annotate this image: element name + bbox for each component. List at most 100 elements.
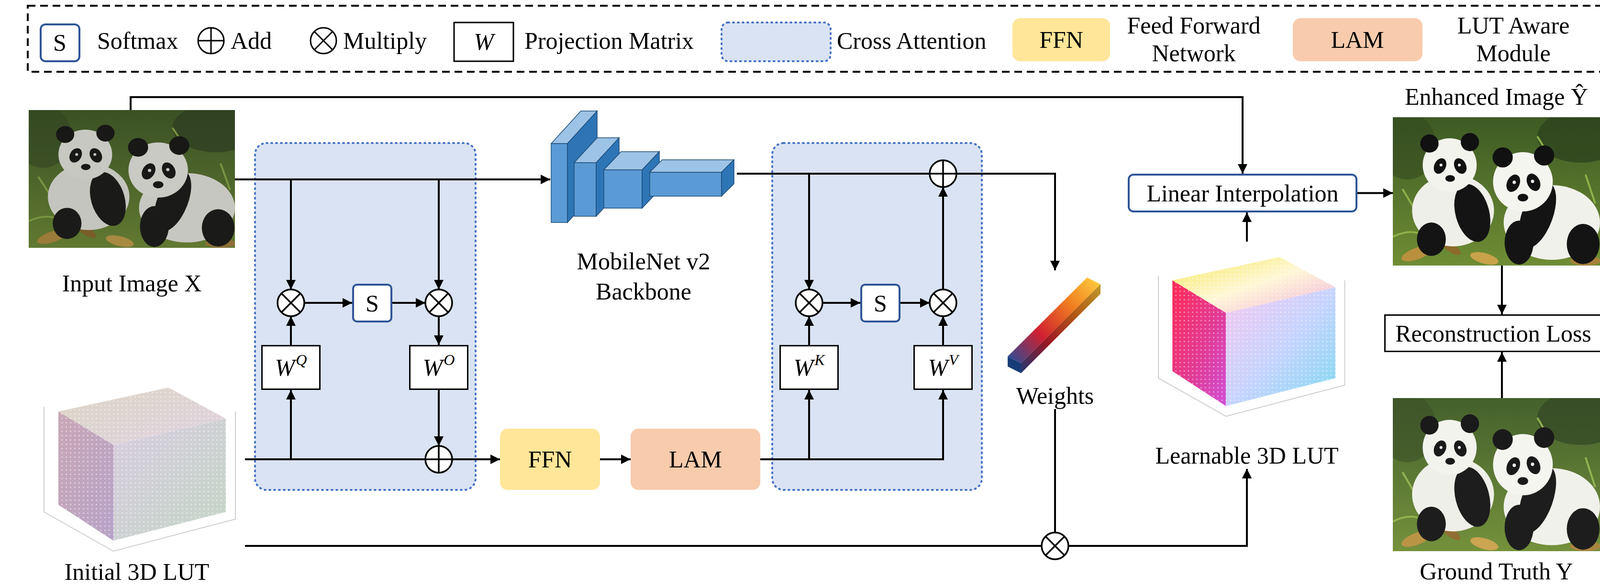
arrow-connector bbox=[1500, 352, 1503, 399]
sample-label-text: FFN bbox=[1039, 25, 1084, 54]
node-label: W bbox=[422, 353, 444, 382]
weights-bar bbox=[1021, 284, 1101, 374]
initial-lut: Initial 3D LUT bbox=[28, 372, 245, 586]
ground-truth-image: Ground Truth Y bbox=[1392, 398, 1600, 585]
backbone-blocks bbox=[574, 162, 597, 217]
enhanced-image: Enhanced Image Ŷ bbox=[1392, 83, 1600, 266]
legend-entry: Softmax bbox=[97, 26, 178, 56]
input-photo bbox=[28, 110, 235, 248]
multiply-symbol bbox=[1045, 536, 1065, 556]
node-label: S bbox=[873, 289, 888, 318]
softmax-box: S bbox=[860, 283, 901, 323]
softmax-box: S bbox=[352, 283, 393, 323]
legend-entry: Feed Forward Network bbox=[1117, 11, 1271, 67]
add-symbol bbox=[425, 445, 453, 473]
attention-wire bbox=[942, 187, 945, 290]
backbone-blocks bbox=[649, 172, 722, 197]
legend-text: Softmax bbox=[97, 26, 178, 56]
sample-label: LAM bbox=[1309, 25, 1406, 55]
add-symbol bbox=[198, 27, 224, 54]
add-symbol bbox=[198, 27, 224, 54]
legend-swatch bbox=[1012, 18, 1111, 62]
multiply-symbol bbox=[799, 293, 819, 313]
legend-swatch bbox=[721, 22, 831, 62]
input-photo bbox=[14, 103, 259, 250]
node-label: Input Image X bbox=[28, 270, 235, 297]
sample-label: S bbox=[11, 28, 108, 57]
legend-frame bbox=[27, 5, 1600, 72]
node-label: W bbox=[927, 353, 948, 382]
backbone-blocks bbox=[721, 159, 734, 197]
node-label: Initial 3D LUT bbox=[28, 558, 245, 586]
cross-attention-block bbox=[772, 143, 982, 490]
node-label: K bbox=[814, 351, 825, 369]
arrow-connector bbox=[1055, 409, 1247, 546]
arrow-connector bbox=[600, 458, 631, 461]
attention-wire bbox=[289, 179, 292, 290]
backbone-blocks bbox=[551, 143, 568, 223]
arrow-connector bbox=[760, 389, 810, 460]
multiply-symbol bbox=[1041, 532, 1069, 560]
projection-matrix-box: WQ bbox=[261, 344, 321, 390]
legend-text: Feed Forward Network bbox=[1117, 11, 1271, 67]
multiply-symbol bbox=[929, 289, 957, 317]
ground-truth-photo bbox=[1378, 390, 1600, 554]
backbone-blocks bbox=[649, 159, 734, 173]
arrow-connector bbox=[130, 97, 1243, 174]
attention-wire bbox=[437, 389, 440, 446]
projection-matrix-box: WO bbox=[409, 344, 469, 390]
arrow-connector bbox=[244, 458, 500, 461]
lut-cube bbox=[1158, 256, 1345, 417]
node-label: MobileNet v2 Backbone bbox=[550, 246, 737, 307]
projection-sample bbox=[454, 22, 514, 62]
ffn-box: FFN bbox=[500, 428, 600, 490]
multiply-symbol bbox=[933, 293, 953, 313]
multiply-symbol bbox=[425, 289, 453, 317]
input-image: Input Image X bbox=[28, 110, 235, 297]
node-label: Linear Interpolation bbox=[1146, 179, 1339, 208]
node-label: V bbox=[948, 351, 959, 369]
attention-wire bbox=[900, 301, 930, 304]
sample-label-text: S bbox=[53, 28, 67, 57]
legend-entry: Cross Attention bbox=[836, 26, 987, 56]
legend-text: Cross Attention bbox=[836, 26, 987, 56]
sample-label-text: W bbox=[473, 27, 494, 56]
legend-swatch bbox=[1292, 18, 1423, 62]
projection-matrix-box: WV bbox=[913, 344, 973, 390]
attention-wire bbox=[304, 301, 353, 304]
projection-matrix-box: WK bbox=[779, 344, 839, 390]
weights-bar bbox=[1007, 277, 1101, 374]
add-symbol bbox=[929, 160, 957, 188]
sample-label: FFN bbox=[1013, 25, 1110, 55]
node-label: LAM bbox=[668, 445, 723, 474]
node-label: Reconstruction Loss bbox=[1395, 319, 1592, 348]
enhanced-photo bbox=[1378, 110, 1600, 267]
node-label: Enhanced Image Ŷ bbox=[1392, 83, 1600, 111]
add-symbol bbox=[929, 160, 957, 188]
arrow-connector bbox=[1357, 192, 1393, 195]
input-photo bbox=[14, 103, 259, 250]
legend-text: Add bbox=[230, 26, 272, 56]
legend-text: Projection Matrix bbox=[524, 26, 694, 56]
attention-wire bbox=[392, 301, 426, 304]
lut-cube bbox=[58, 387, 226, 541]
node-label: Weights bbox=[1007, 382, 1103, 410]
add-symbol bbox=[198, 27, 224, 54]
ground-truth-photo bbox=[1392, 398, 1600, 552]
attention-wire bbox=[289, 316, 292, 345]
multiply-symbol bbox=[281, 293, 301, 313]
arrow-connector bbox=[1245, 212, 1248, 242]
weights-bar bbox=[1021, 284, 1101, 374]
weights-bar bbox=[1007, 356, 1022, 374]
legend-entry: Projection Matrix bbox=[524, 26, 694, 56]
node-label: Learnable 3D LUT bbox=[1138, 442, 1356, 469]
add-symbol bbox=[425, 445, 453, 473]
sample-label-text: LAM bbox=[1330, 25, 1384, 54]
legend-entry: Multiply bbox=[343, 26, 427, 56]
legend-text: Multiply bbox=[343, 26, 427, 56]
lam-box: LAM bbox=[630, 428, 761, 490]
attention-wire bbox=[822, 301, 861, 304]
backbone-blocks bbox=[551, 111, 734, 223]
